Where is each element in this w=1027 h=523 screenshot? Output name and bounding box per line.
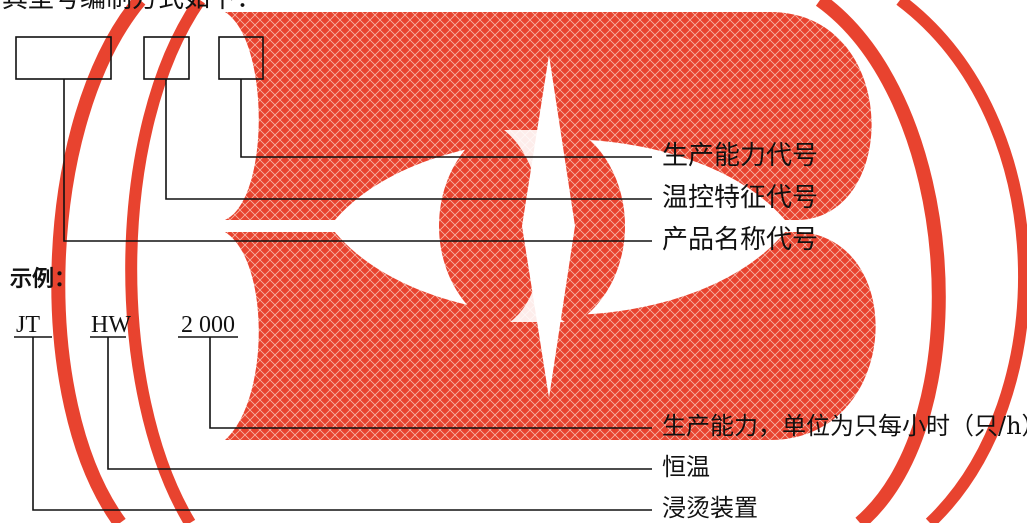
example-temp-label: 恒温: [662, 453, 710, 481]
product-name-code-label: 产品名称代号: [662, 225, 819, 255]
header-text: 其型号编制方式如下：: [2, 0, 262, 12]
code-box-temp: [143, 36, 190, 80]
example-capacity-label: 生产能力，单位为只每小时（只/h）: [662, 412, 1027, 440]
example-code-temp: HW: [91, 312, 131, 338]
example-product-label: 浸烫装置: [662, 494, 758, 522]
example-code-capacity: 2 000: [181, 312, 235, 338]
example-code-product: JT: [16, 312, 40, 338]
code-box-capacity: [218, 36, 264, 80]
code-box-product: [15, 36, 112, 80]
capacity-code-label: 生产能力代号: [662, 141, 819, 171]
temp-control-code-label: 温控特征代号: [662, 183, 819, 213]
example-title: 示例：: [10, 266, 77, 292]
